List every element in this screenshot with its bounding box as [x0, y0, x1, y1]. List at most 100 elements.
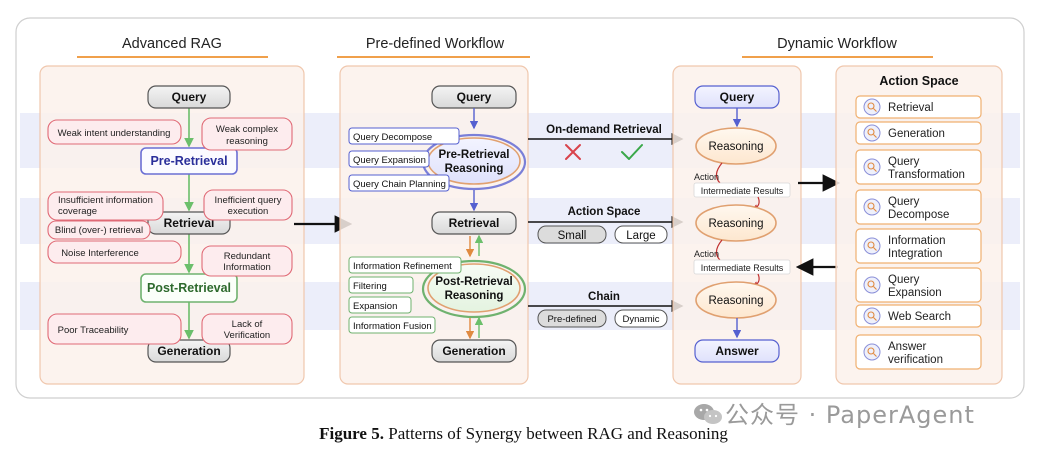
action-item-information-integration — [855, 228, 982, 264]
ar-post-retrieval-label: Post-Retrieval — [147, 281, 231, 295]
title-advanced-rag: Advanced RAG — [122, 36, 222, 52]
action-item-label: Transformation — [888, 169, 965, 181]
action-item-label: Answer — [888, 341, 927, 353]
pre-op-label: Query Decompose — [353, 132, 432, 143]
post-op-filtering — [348, 276, 414, 294]
action-item-label: Decompose — [888, 209, 949, 221]
figure-caption: Figure 5. Patterns of Synergy between RA… — [0, 424, 1047, 444]
web-search-icon — [863, 307, 881, 325]
chain-label: Chain — [588, 291, 620, 303]
issue-noise — [47, 240, 182, 264]
on-demand-label: On-demand Retrieval — [546, 124, 662, 136]
action-item-retrieval — [855, 95, 982, 119]
pd-retrieval-label: Retrieval — [449, 216, 500, 230]
action-item-label: Expansion — [888, 287, 942, 299]
issue-weak-complex — [201, 117, 293, 151]
pd-post-reasoning-ring-outer — [421, 259, 527, 319]
ar-post-retrieval-node — [140, 273, 238, 303]
wechat-icon — [694, 404, 722, 424]
large-pill-label: Large — [626, 230, 655, 242]
issue-lack-verification — [201, 313, 293, 345]
action-item-label: Query — [888, 274, 920, 286]
answer-verification-icon — [863, 343, 881, 361]
issue-poor-traceability — [47, 313, 182, 345]
action-item-query-transformation — [855, 149, 982, 185]
dw-action-label-1: Action — [694, 172, 719, 182]
issue-lack-verification-line1: Lack of — [232, 319, 263, 330]
dw-reasoning-node-2 — [695, 204, 777, 242]
action-item-web-search — [855, 304, 982, 328]
ar-generation-label: Generation — [157, 344, 220, 358]
ar-query-node — [147, 85, 231, 109]
dynamic-pill-label: Dynamic — [623, 314, 660, 325]
query-expansion-icon — [863, 276, 881, 294]
ar-pre-retrieval-label: Pre-Retrieval — [150, 154, 227, 168]
action-space-label: Action Space — [568, 206, 641, 218]
issue-weak-intent — [47, 119, 182, 145]
issue-blind-retrieval-text: Blind (over-) retrieval — [55, 225, 143, 236]
caption-text: Patterns of Synergy between RAG and Reas… — [388, 424, 728, 443]
pd-query-label: Query — [457, 90, 492, 104]
dw-answer-label: Answer — [715, 344, 759, 358]
large-pill — [614, 225, 668, 244]
dw-reasoning-label-3: Reasoning — [709, 295, 764, 307]
action-item-query-decompose — [855, 189, 982, 225]
post-op-label: Information Fusion — [353, 321, 432, 332]
query-decompose-icon — [863, 198, 881, 216]
query-transformation-icon — [863, 158, 881, 176]
action-space-title: Action Space — [879, 74, 958, 88]
dw-action-label-2: Action — [694, 249, 719, 259]
pre-op-query-chain-planning — [348, 174, 450, 192]
issue-insufficient-line1: Insufficient information — [58, 195, 153, 206]
pre-op-label: Query Expansion — [353, 155, 426, 166]
ar-pre-retrieval-node — [140, 147, 238, 175]
pd-post-reasoning-node — [427, 263, 521, 313]
issue-lack-verification-line2: Verification — [224, 330, 270, 341]
dw-reasoning-node-3 — [695, 281, 777, 319]
action-item-label: Web Search — [888, 311, 951, 323]
title-dynamic-workflow: Dynamic Workflow — [777, 36, 897, 52]
information-integration-icon — [863, 237, 881, 255]
ar-generation-node — [147, 339, 231, 363]
dynamic-pill — [614, 309, 668, 328]
cross-icon — [565, 144, 581, 160]
post-op-label: Filtering — [353, 281, 387, 292]
issue-insufficient — [47, 191, 164, 221]
action-item-label: Generation — [888, 128, 945, 140]
ar-query-label: Query — [172, 90, 207, 104]
action-item-label: verification — [888, 354, 943, 366]
watermark: 公众号 · PaperAgent — [693, 395, 975, 430]
pd-post-reasoning-line1: Post-Retrieval — [435, 276, 512, 288]
issue-poor-traceability-text: Poor Traceability — [58, 325, 129, 336]
predefined-pill-label: Pre-defined — [547, 314, 596, 325]
action-item-answer-verification — [855, 334, 982, 370]
issue-weak-intent-text: Weak intent understanding — [58, 128, 171, 139]
small-pill-label: Small — [558, 230, 587, 242]
action-item-label: Retrieval — [888, 102, 933, 114]
dw-answer-node — [694, 339, 780, 363]
caption-label: Figure 5. — [319, 424, 384, 443]
dw-reasoning-label-1: Reasoning — [709, 141, 764, 153]
watermark-text: 公众号 · PaperAgent — [725, 401, 975, 429]
predefined-pill — [537, 309, 607, 328]
post-op-label: Information Refinement — [353, 261, 452, 272]
pd-pre-reasoning-line2: Reasoning — [445, 163, 504, 175]
post-op-information-fusion — [348, 316, 436, 334]
pre-op-query-decompose — [348, 127, 460, 145]
pd-pre-reasoning-line1: Pre-Retrieval — [439, 149, 510, 161]
pre-op-query-expansion — [348, 150, 430, 168]
pre-op-label: Query Chain Planning — [353, 179, 446, 190]
dw-reasoning-label-2: Reasoning — [709, 218, 764, 230]
dw-action-curve-2 — [715, 239, 723, 261]
dw-query-label: Query — [720, 90, 755, 104]
issue-redundant-line1: Redundant — [224, 251, 271, 262]
action-item-generation — [855, 121, 982, 145]
pd-generation-label: Generation — [442, 344, 505, 358]
action-item-query-expansion — [855, 267, 982, 303]
title-predefined-workflow: Pre-defined Workflow — [366, 36, 505, 52]
pd-generation-node — [431, 339, 517, 363]
dw-intermediate-box-1 — [693, 182, 791, 198]
action-item-label: Integration — [888, 248, 942, 260]
issue-inefficient — [203, 189, 293, 221]
